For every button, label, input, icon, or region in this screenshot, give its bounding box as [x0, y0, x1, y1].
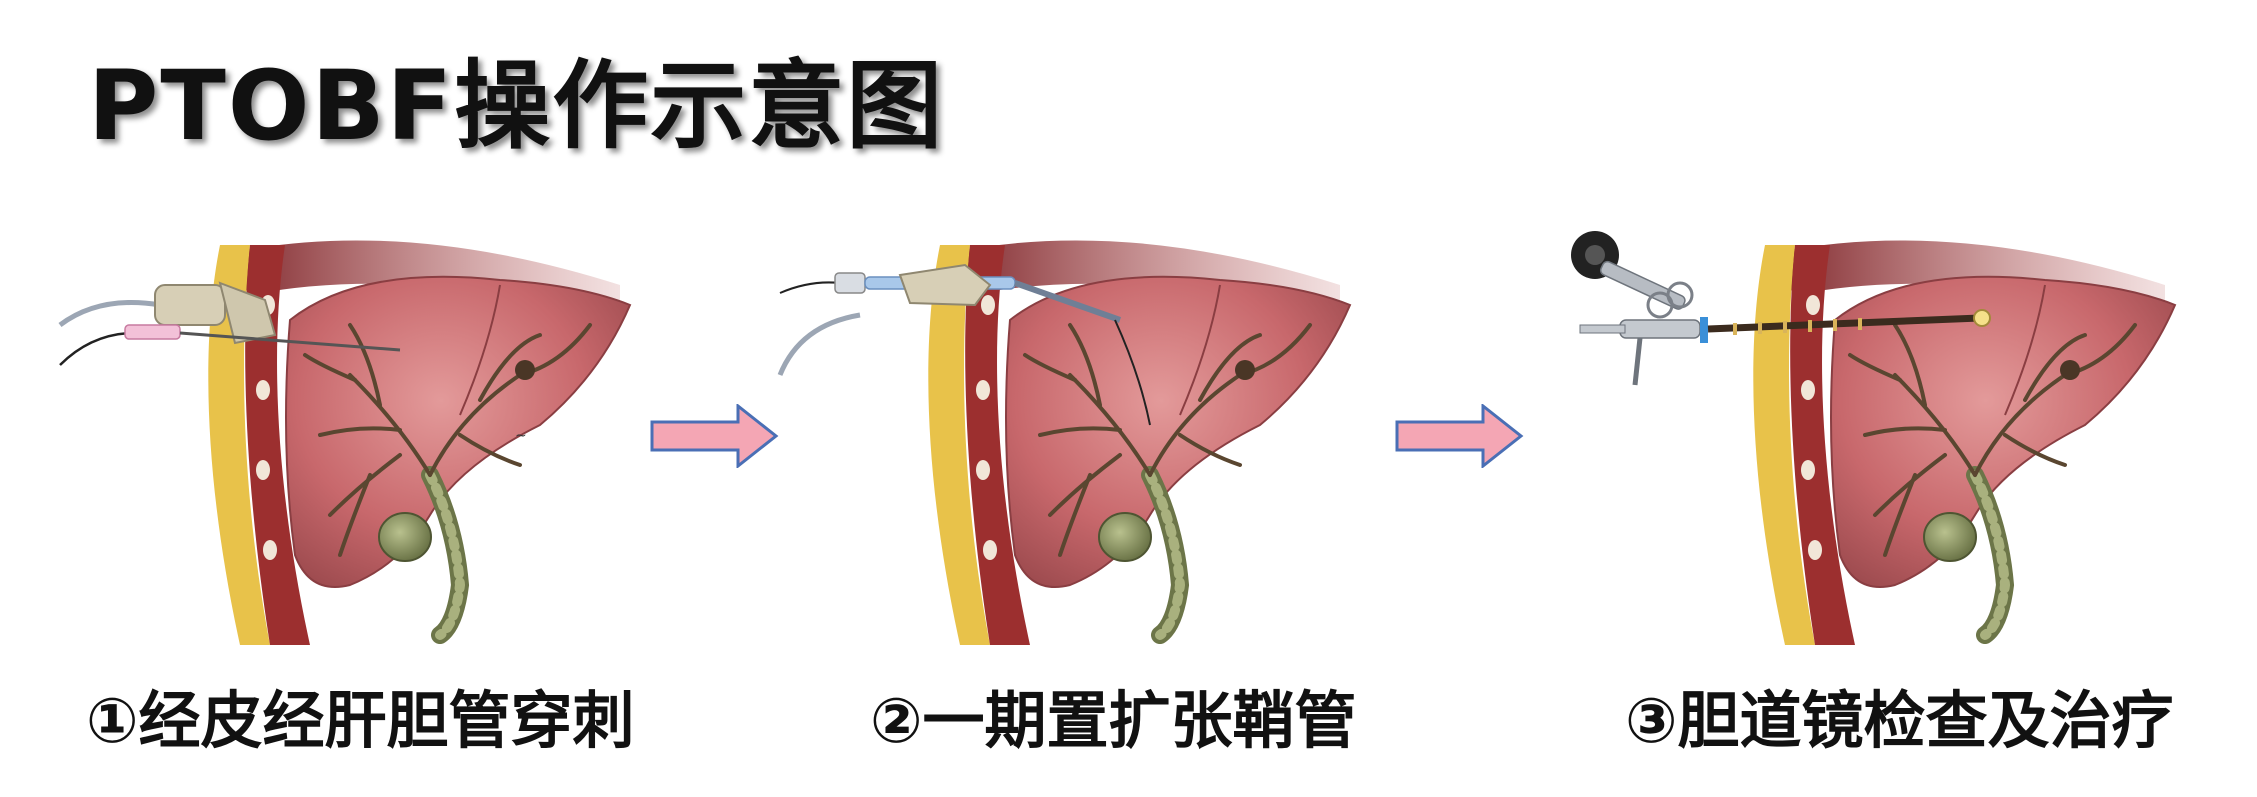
step-1-illustration: ~: [58, 225, 660, 645]
step-arrow-1: [650, 404, 779, 468]
page-title: PTOBF操作示意图: [88, 50, 945, 162]
step-1-caption: ①经皮经肝胆管穿刺: [86, 684, 635, 757]
artist-signature: ~: [515, 428, 527, 444]
step-arrow-2: [1395, 404, 1524, 468]
step-2-illustration: [777, 225, 1380, 645]
step-3-caption: ③胆道镜检查及治疗: [1625, 684, 2174, 757]
step-2-caption: ②一期置扩张鞘管: [870, 684, 1357, 757]
step-3-illustration: [1560, 225, 2160, 645]
